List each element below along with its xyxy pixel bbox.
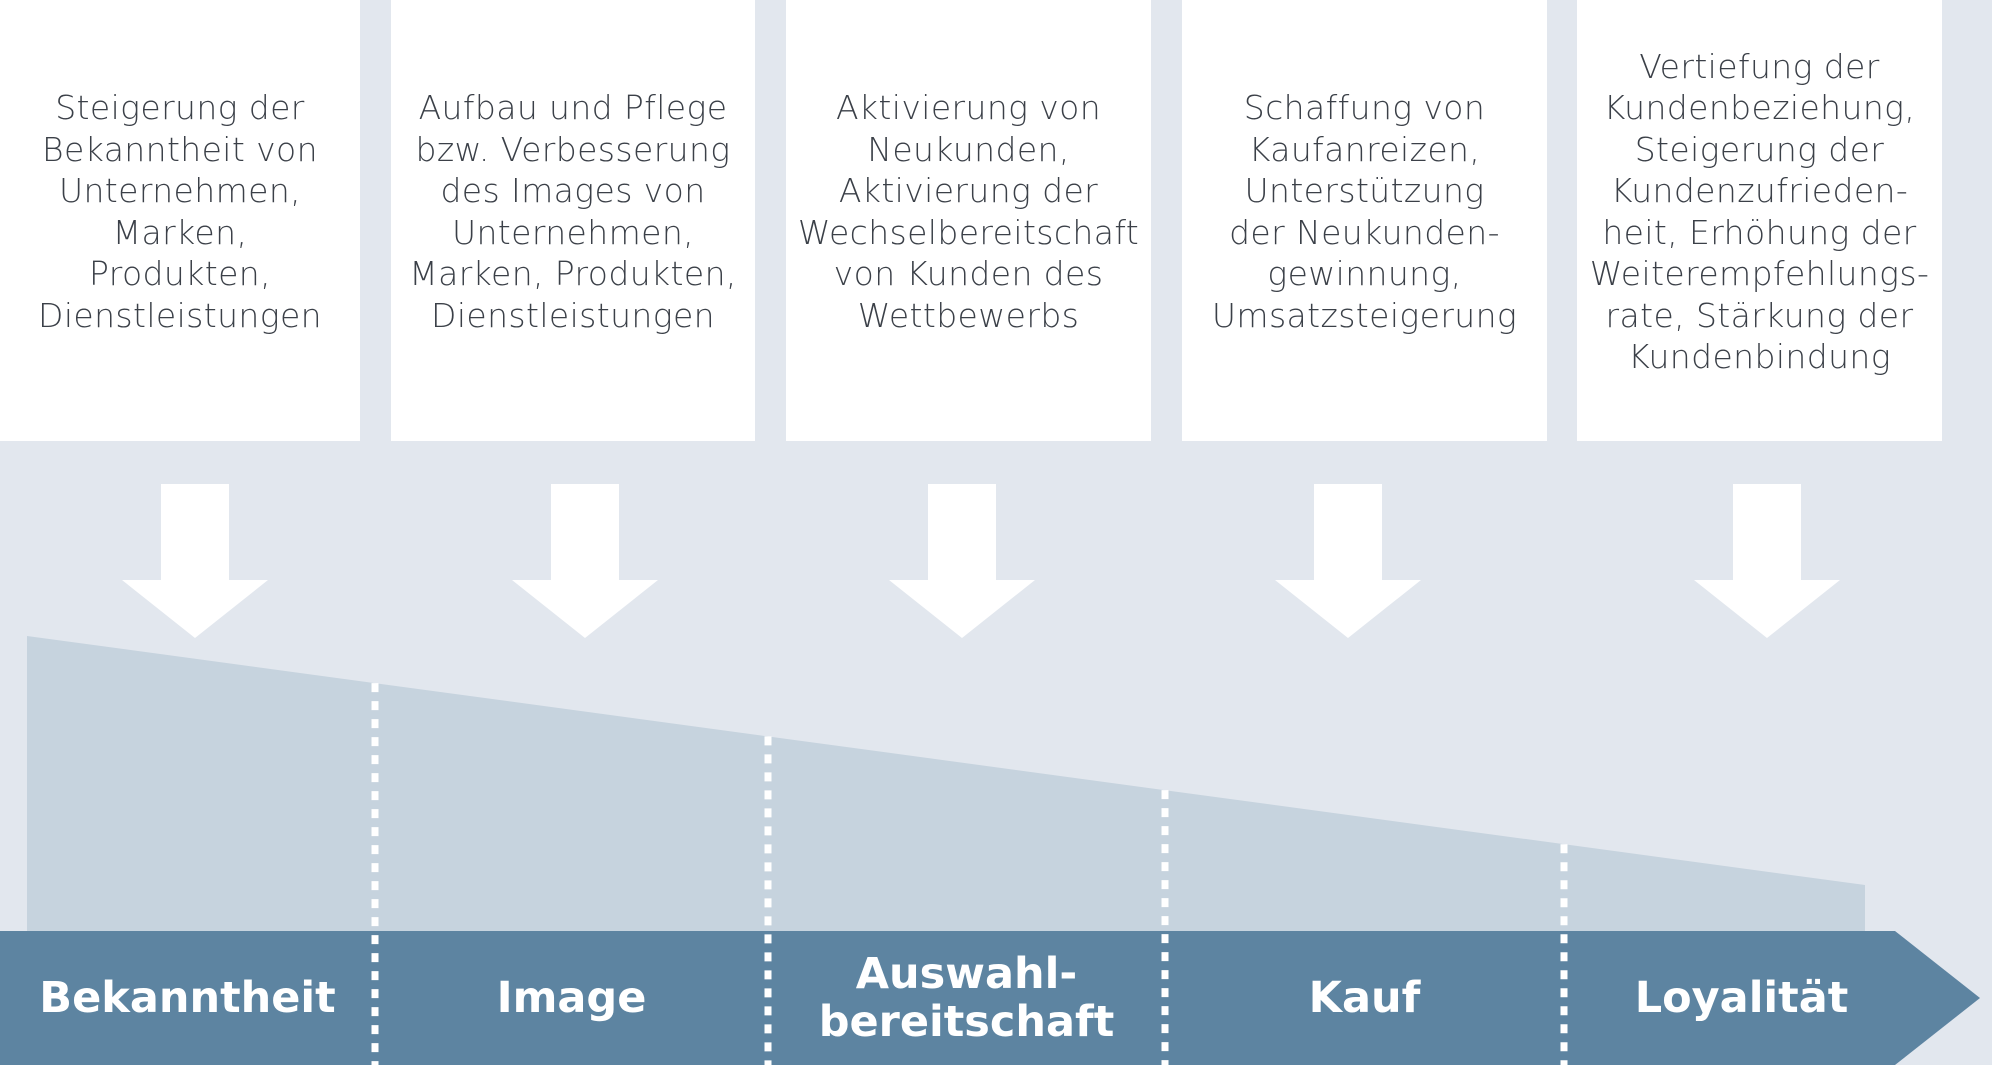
- stage-label-image: Image: [496, 973, 647, 1023]
- objective-box-kauf: Schaffung von Kaufanreizen, Unterstützun…: [1182, 0, 1547, 441]
- objective-box-auswahlbereitschaft: Aktivierung von Neukunden, Aktivierung d…: [786, 0, 1151, 441]
- arrow-down-icon: [1694, 484, 1840, 638]
- stage-label-kauf: Kauf: [1308, 973, 1421, 1023]
- objective-text-image: Aufbau und Pflege bzw. Verbesserung des …: [409, 88, 737, 335]
- arrow-down-icon: [889, 484, 1035, 638]
- objective-box-loyalitaet: Vertiefung der Kundenbeziehung, Steigeru…: [1577, 0, 1942, 441]
- objective-text-bekanntheit: Steigerung der Bekanntheit von Unternehm…: [38, 88, 322, 335]
- objective-text-loyalitaet: Vertiefung der Kundenbeziehung, Steigeru…: [1589, 46, 1930, 377]
- objective-box-image: Aufbau und Pflege bzw. Verbesserung des …: [391, 0, 755, 441]
- objective-text-auswahlbereitschaft: Aktivierung von Neukunden, Aktivierung d…: [797, 88, 1140, 335]
- objective-text-kauf: Schaffung von Kaufanreizen, Unterstützun…: [1211, 88, 1518, 335]
- objective-box-bekanntheit: Steigerung der Bekanntheit von Unternehm…: [0, 0, 360, 441]
- stage-label-bekanntheit: Bekanntheit: [39, 973, 336, 1023]
- funnel-shape: [27, 636, 1865, 935]
- arrow-down-icon: [122, 484, 268, 638]
- stage-label-auswahlbereitschaft: Auswahl- bereitschaft: [818, 949, 1115, 1047]
- chevron-right-icon: [0, 931, 1980, 1065]
- arrow-down-icon: [1275, 484, 1421, 638]
- arrow-down-icon: [512, 484, 658, 638]
- stage-label-loyalitaet: Loyalität: [1634, 973, 1849, 1023]
